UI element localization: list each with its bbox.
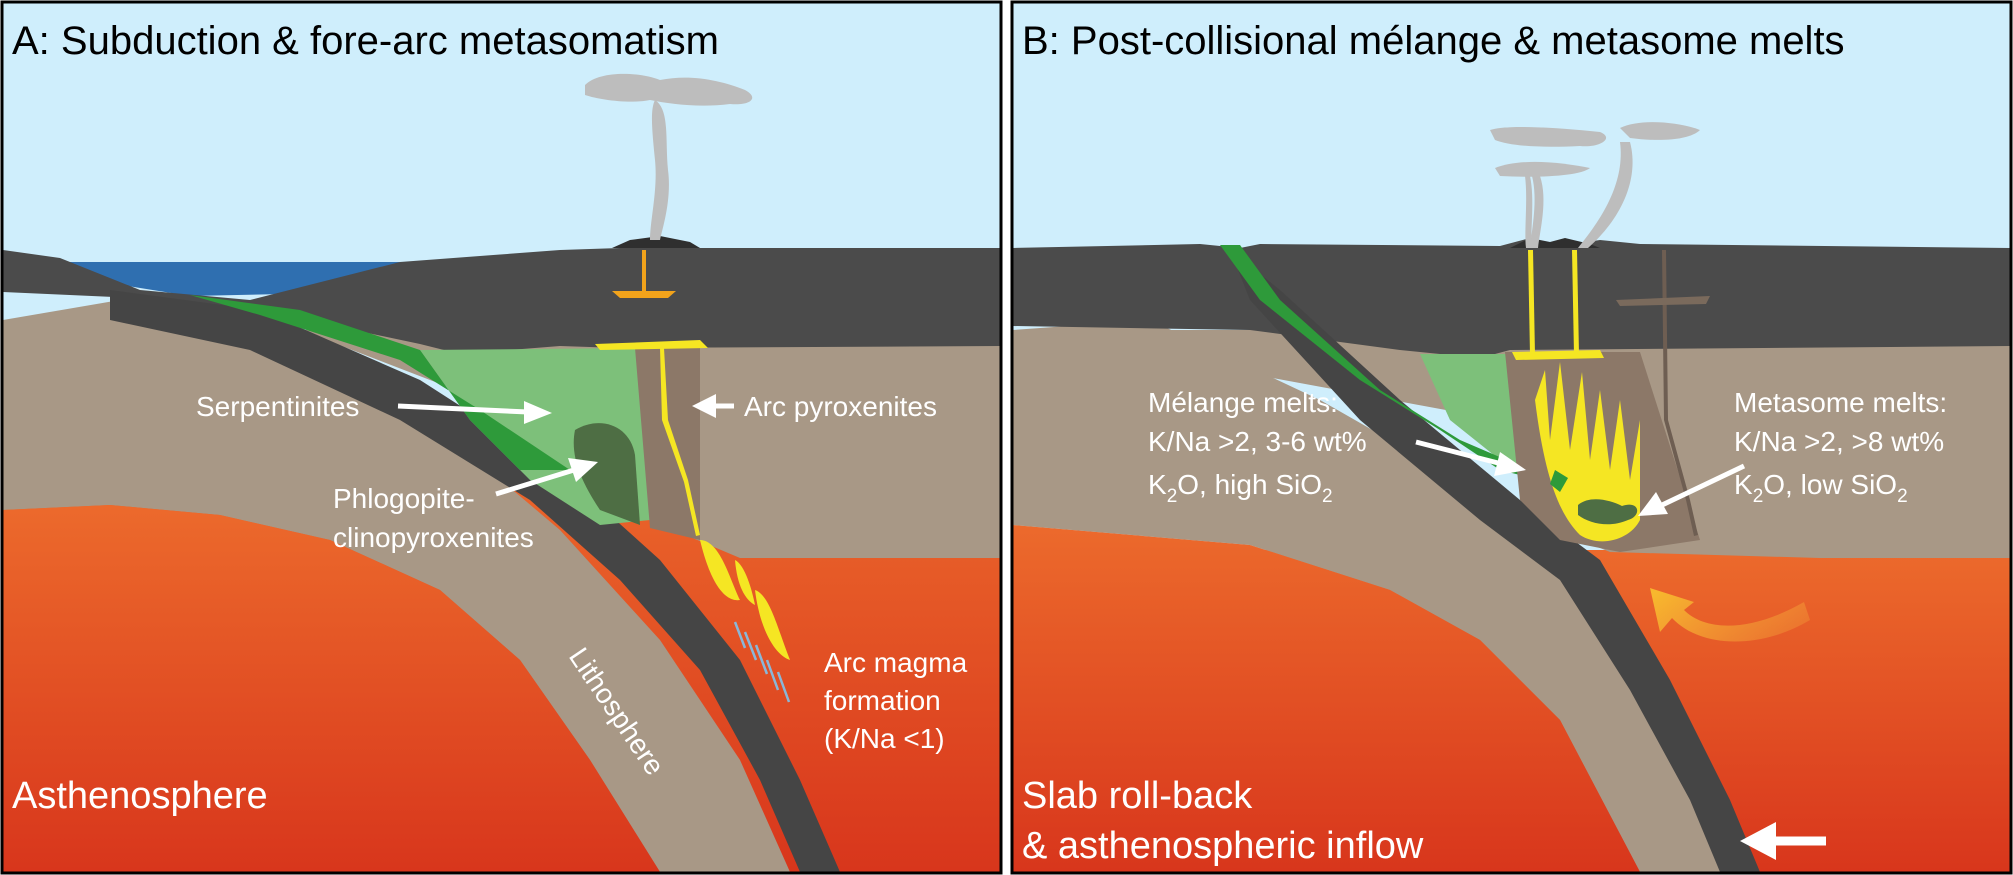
label-rollback-1: Slab roll-back [1022, 775, 1253, 817]
arrow-serpentinites [397, 401, 552, 424]
magma-blob-3 [735, 560, 755, 605]
panel-a-border [0, 0, 1003, 875]
magma-conduit-b1 [1528, 250, 1535, 355]
old-conduit-b [1662, 250, 1698, 536]
fluid-streaks [733, 621, 791, 703]
eruption-plume [585, 73, 753, 240]
label-rollback-2: & asthenospheric inflow [1022, 825, 1424, 867]
metasome-body [1578, 499, 1638, 525]
label-melange-2: K/Na >2, 3-6 wt% [1148, 426, 1367, 457]
label-phlogopite-2: clinopyroxenites [333, 522, 534, 553]
arrow-arc-pyroxenites [692, 394, 734, 418]
inflow-arrow [1650, 588, 1810, 642]
arrow-metasome [1638, 463, 1746, 516]
magma-blob-1 [700, 540, 740, 601]
magma-conduit [642, 250, 646, 295]
melange-melts [1535, 362, 1640, 542]
label-phlogopite-1: Phlogopite- [333, 483, 475, 514]
magma-sill-b [1512, 350, 1604, 360]
label-arc-magma-3: (K/Na <1) [824, 723, 945, 754]
volcanic-column [635, 348, 700, 540]
volcano-cone [612, 236, 700, 248]
panel-a: A: Subduction & fore-arc metasomatism Se… [3, 3, 1000, 872]
label-arc-magma-2: formation [824, 685, 941, 716]
magma-sill-lower [595, 340, 708, 350]
crust [3, 240, 1000, 354]
label-metasome-3: K2O, low SiO2 [1734, 469, 1908, 507]
label-arc-magma-1: Arc magma [824, 647, 968, 678]
melange-green-patch [1550, 470, 1568, 492]
label-serpentinites: Serpentinites [196, 391, 359, 422]
subducting-slab-b [1230, 250, 1760, 872]
rollback-arrow [1740, 822, 1826, 860]
label-melange-3: K2O, high SiO2 [1148, 469, 1333, 507]
panel-a-title: A: Subduction & fore-arc metasomatism [12, 19, 719, 63]
overriding-lithosphere-b [1013, 330, 2010, 558]
serpentinite-wedge-b [1420, 354, 1535, 470]
serpentinite-edge-b [1220, 245, 1540, 480]
label-metasome-1: Metasome melts: [1734, 387, 1947, 418]
old-sill-b [1616, 296, 1710, 306]
subducting-lithosphere [3, 300, 790, 872]
panel-b-border [1010, 0, 2013, 875]
arrow-melange [1415, 439, 1526, 476]
magma-blob-2 [755, 590, 790, 660]
subducting-lithosphere-b [1013, 320, 1740, 872]
asthenosphere-wedge [3, 505, 660, 872]
panel-b-title: B: Post-collisional mélange & metasome m… [1022, 19, 1845, 63]
panel-b: B: Post-collisional mélange & metasome m… [1013, 3, 2010, 872]
magma-dike [660, 348, 700, 536]
eruption-plume-b [1490, 122, 1700, 248]
magma-conduit-b2 [1572, 250, 1579, 355]
label-metasome-2: K/Na >2, >8 wt% [1734, 426, 1944, 457]
label-arc-pyroxenites: Arc pyroxenites [744, 391, 937, 422]
crust-b [1013, 238, 2010, 358]
phlogopite-body [573, 423, 640, 525]
label-melange-1: Mélange melts: [1148, 387, 1338, 418]
label-asthenosphere: Asthenosphere [12, 775, 268, 817]
serpentinite-edge [190, 295, 570, 470]
asthenosphere-wedge-b [1013, 525, 1640, 872]
arrow-phlogopite [495, 458, 598, 497]
